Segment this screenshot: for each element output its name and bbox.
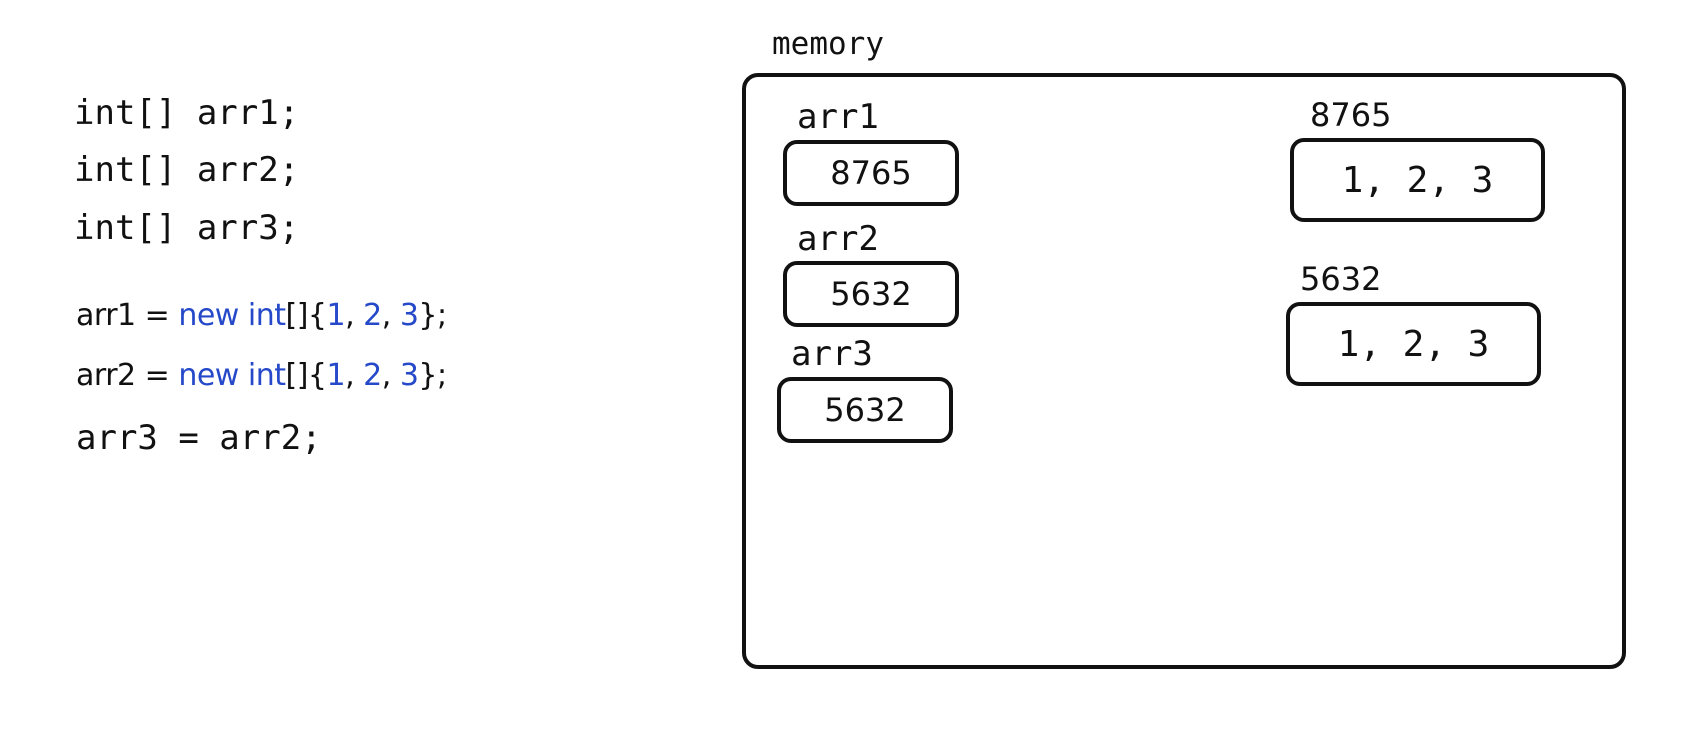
number-literal: 1: [326, 358, 346, 393]
code-line-assign-arr2: arr2 = new int[]{1, 2, 3};: [76, 358, 447, 394]
code-line-declare-arr3: int[] arr3;: [74, 208, 300, 248]
separator: ,: [345, 358, 364, 393]
number-literal: 2: [363, 298, 382, 333]
separator: ,: [345, 298, 364, 333]
variable-cell-arr2: 5632: [783, 261, 959, 327]
array-close: };: [418, 298, 447, 333]
number-literal: 3: [399, 298, 419, 333]
keyword-new-int: new int: [178, 298, 286, 333]
assign-lhs: arr2 =: [76, 358, 179, 393]
variable-label-arr1: arr1: [797, 97, 879, 137]
heap-address-5632: 5632: [1300, 260, 1382, 298]
memory-box: [742, 73, 1626, 669]
number-literal: 1: [326, 298, 346, 333]
memory-label: memory: [772, 26, 884, 62]
variable-cell-arr1: 8765: [783, 140, 959, 206]
keyword-new-int: new int: [178, 358, 286, 393]
code-line-assign-arr3: arr3 = arr2;: [76, 418, 322, 458]
variable-label-arr2: arr2: [797, 219, 879, 259]
variable-cell-arr3: 5632: [777, 377, 953, 443]
number-literal: 2: [363, 358, 382, 393]
array-close: };: [418, 358, 447, 393]
code-line-assign-arr1: arr1 = new int[]{1, 2, 3};: [76, 298, 447, 334]
heap-address-8765: 8765: [1310, 96, 1392, 134]
code-line-declare-arr1: int[] arr1;: [74, 93, 300, 133]
variable-label-arr3: arr3: [791, 334, 873, 374]
code-line-declare-arr2: int[] arr2;: [74, 150, 300, 190]
assign-lhs: arr1 =: [76, 298, 179, 333]
number-literal: 3: [399, 358, 419, 393]
separator: ,: [381, 358, 400, 393]
heap-array-8765: 1, 2, 3: [1290, 138, 1545, 222]
array-open: []{: [285, 358, 327, 393]
separator: ,: [381, 298, 400, 333]
array-open: []{: [285, 298, 327, 333]
heap-array-5632: 1, 2, 3: [1286, 302, 1541, 386]
